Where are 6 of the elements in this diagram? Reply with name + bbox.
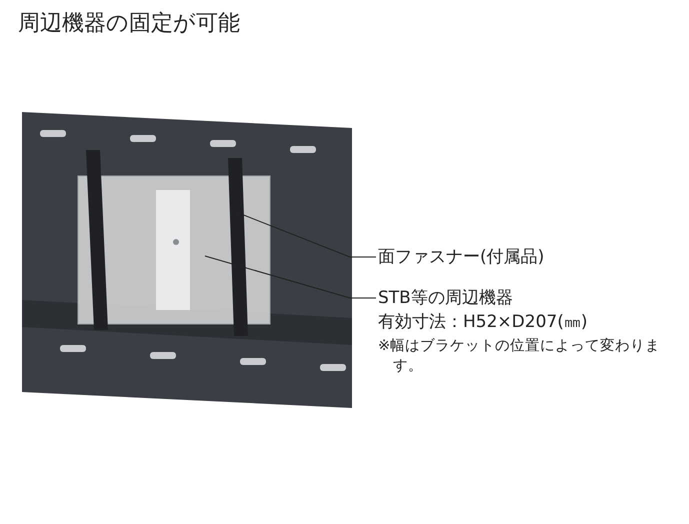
title: 周辺機器の固定が可能 (18, 10, 240, 38)
dimension-text: 有効寸法：H52×D207(㎜) (378, 311, 588, 334)
leader-line (204, 256, 376, 298)
callout-label: 面ファスナー(付属品) (378, 246, 544, 269)
note-text: ※幅はブラケットの位置によって変わります。 (378, 336, 662, 376)
callout-label: STB等の周辺機器 (378, 287, 514, 310)
